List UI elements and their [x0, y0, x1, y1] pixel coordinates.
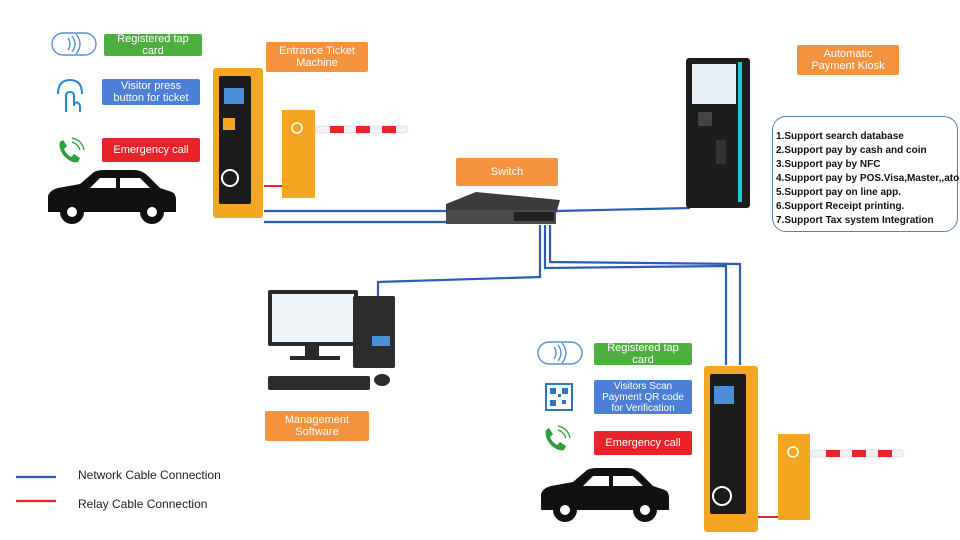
feature-item: 3.Support pay by NFC: [776, 159, 881, 170]
management-software-label: Management Software: [265, 411, 369, 441]
cable-switch-pc: [376, 225, 542, 296]
kiosk-features-callout: 1.Support search database 2.Support pay …: [772, 116, 960, 232]
phone-icon: [59, 137, 85, 163]
qr-code-icon: [545, 383, 573, 411]
car-icon: [541, 468, 669, 522]
legend-relay-label: Relay Cable Connection: [78, 497, 208, 511]
registered-tap-card-label: Registered tap card: [594, 342, 692, 366]
tap-card-icon: [537, 341, 583, 365]
network-cables: [264, 206, 742, 365]
switch-label: Switch: [456, 158, 558, 186]
feature-item: 2.Support pay by cash and coin: [776, 145, 927, 156]
relay-cables: [264, 185, 778, 518]
car-icon: [48, 170, 176, 224]
visitor-press-button-label: Visitor press button for ticket: [102, 79, 200, 105]
phone-icon: [545, 425, 571, 451]
feature-item: 5.Support pay on line app.: [776, 187, 902, 198]
registered-tap-card-label: Registered tap card: [104, 33, 202, 57]
payment-kiosk-label: Automatic Payment Kiosk: [797, 45, 899, 75]
cable-switch-exit-2: [548, 225, 742, 365]
network-switch: [446, 192, 560, 224]
exit-barrier-gate: [778, 434, 905, 520]
visitors-scan-qr-label: Visitors Scan Payment QR code for Verifi…: [594, 380, 692, 414]
entrance-machine-label: Entrance Ticket Machine: [266, 42, 368, 72]
legend-network-label: Network Cable Connection: [78, 468, 221, 482]
cable-switch-kiosk: [555, 206, 691, 213]
feature-item: 1.Support search database: [776, 131, 904, 142]
feature-item: 7.Support Tax system Integration: [776, 215, 934, 226]
cable-switch-exit-1: [543, 225, 728, 365]
emergency-call-label: Emergency call: [102, 138, 200, 162]
entrance-ticket-machine: [213, 68, 263, 218]
payment-kiosk: [686, 58, 750, 208]
feature-item: 4.Support pay by POS.Visa,Master,,ato: [776, 173, 960, 184]
emergency-call-label: Emergency call: [594, 431, 692, 455]
management-pc: [268, 290, 395, 390]
exit-ticket-machine: [704, 366, 758, 532]
entrance-barrier-gate: [282, 110, 409, 198]
feature-item: 6.Support Receipt printing.: [776, 201, 905, 212]
hand-press-icon: [57, 78, 83, 112]
tap-card-icon: [51, 32, 97, 56]
